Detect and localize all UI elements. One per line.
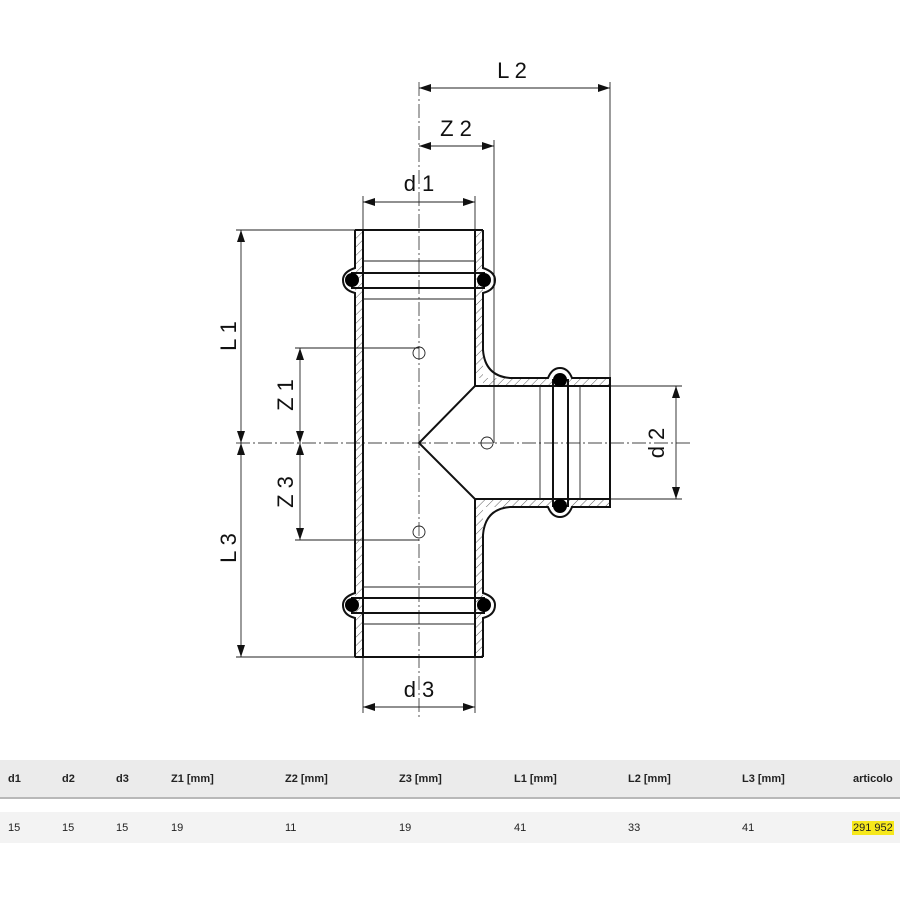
col-header-z1: Z1 [mm] [171,772,214,785]
col-header-z2: Z2 [mm] [285,772,328,785]
col-header-l2: L2 [mm] [628,772,671,785]
col-header-articolo: articolo [853,772,893,785]
dim-label-z1: Z 1 [273,379,298,411]
dim-label-z2: Z 2 [440,116,472,141]
dim-label-l3: L 3 [216,533,241,563]
col-header-l3: L3 [mm] [742,772,785,785]
cell-z2: 11 [285,821,297,834]
dim-label-d2: d 2 [644,428,669,459]
cell-l2: 33 [628,821,641,834]
dim-label-z3: Z 3 [273,476,298,508]
cell-z1: 19 [171,821,184,834]
col-header-l1: L1 [mm] [514,772,557,785]
o-ring-icon [345,598,359,612]
col-header-d2: d2 [62,772,75,785]
o-ring-icon [553,373,567,387]
table-row: 15 15 15 19 11 19 41 33 41 291 952 [0,812,900,843]
cell-d1: 15 [8,821,21,834]
o-ring-icon [477,598,491,612]
dim-label-d3: d 3 [404,677,435,702]
o-ring-icon [553,499,567,513]
col-header-d3: d3 [116,772,129,785]
cell-z3: 19 [399,821,412,834]
tee-fitting-drawing: L 2 Z 2 d 1 d 3 L 1 L 3 Z 1 Z 3 d 2 [216,58,690,720]
col-header-z3: Z3 [mm] [399,772,442,785]
dim-label-l2: L 2 [497,58,527,83]
cell-articolo[interactable]: 291 952 [852,820,894,835]
dim-label-l1: L 1 [216,321,241,351]
o-ring-icon [345,273,359,287]
o-ring-icon [477,273,491,287]
col-header-d1: d1 [8,772,21,785]
dim-label-d1: d 1 [404,171,435,196]
table-header: d1 d2 d3 Z1 [mm] Z2 [mm] Z3 [mm] L1 [mm]… [0,760,900,799]
extension-lines [236,82,682,713]
dimension-lines [237,84,680,711]
cell-d2: 15 [62,821,75,834]
cell-l1: 41 [514,821,527,834]
fitting-body [341,229,611,658]
cell-l3: 41 [742,821,755,834]
cell-d3: 15 [116,821,129,834]
